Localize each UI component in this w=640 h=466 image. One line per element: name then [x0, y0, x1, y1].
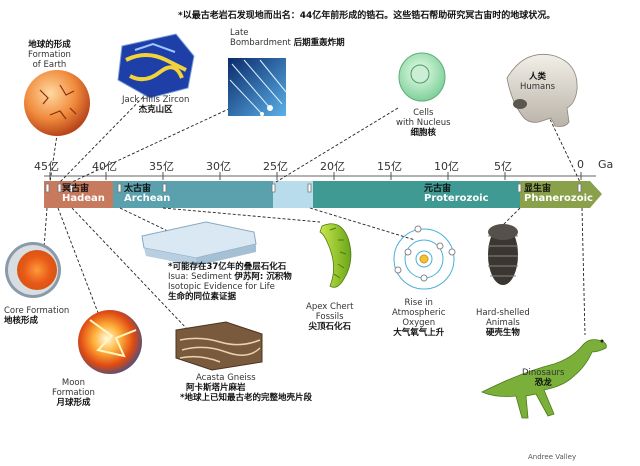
eon-label-hadean: 冥古宙 Hadean: [62, 184, 105, 204]
tick-label-40: 40亿: [92, 160, 117, 173]
label-humans: 人类 Humans: [520, 72, 556, 92]
axis-ticks: [49, 172, 582, 180]
core-illustration: [5, 242, 61, 298]
label-cells: Cells with Nucleus 细胞核: [396, 108, 451, 138]
label-core-formation: Core Formation 地核形成: [4, 306, 70, 326]
gneiss-illustration: [175, 321, 263, 371]
zircon-illustration: [117, 33, 195, 99]
tick-label-15: 15亿: [377, 160, 402, 173]
tick-label-10: 10亿: [434, 160, 459, 173]
earth-formation-illustration: [24, 70, 90, 136]
top-note: *以最古老岩石发现地而出名：44亿年前形成的锆石。这些锆石帮助研究冥古宙时的地球…: [178, 11, 556, 21]
tick-label-25: 25亿: [263, 160, 288, 173]
moon-illustration: [78, 310, 142, 374]
eon-bar-hadean: [44, 181, 113, 208]
label-oxygen: Rise in Atmospheric Oxygen 大气氧气上升: [392, 298, 446, 338]
timeline-arrow: [590, 181, 602, 208]
label-isua: *可能存在37亿年的叠层石化石 Isua: Sediment 伊苏阿: 沉积物 …: [168, 262, 292, 302]
connector-lines: [43, 89, 586, 336]
label-dinosaurs: Dinosaurs 恐龙: [522, 368, 565, 388]
label-jack-hills: Jack Hills Zircon 杰克山区: [122, 95, 190, 115]
eon-label-phanerozoic: 显生宙 Phanerozoic: [524, 184, 593, 204]
tick-label-30: 30亿: [206, 160, 231, 173]
isua-illustration: [141, 221, 257, 266]
skull-illustration: [506, 53, 578, 127]
tick-label-5: 5亿: [494, 160, 512, 173]
tick-label-0: 0: [577, 158, 584, 171]
label-acasta: Acasta Gneiss 阿卡斯塔片麻岩 *地球上已知最古老的完整地壳片段: [180, 373, 312, 403]
eon-label-archean: 太古宙 Archean: [124, 184, 171, 204]
apex-fossil-illustration: [319, 223, 352, 288]
label-apex-chert: Apex Chert Fossils 尖顶石化石: [306, 302, 354, 332]
dinosaur-illustration: [481, 339, 607, 419]
eon-bar-proterozoic: [313, 181, 520, 208]
cell-illustration: [398, 52, 446, 102]
trilobite-illustration: [488, 224, 518, 285]
label-moon-formation: Moon Formation 月球形成: [52, 378, 95, 408]
eon-bar-transition: [273, 181, 313, 208]
axis-unit: Ga: [598, 158, 614, 171]
bombardment-illustration: [228, 58, 287, 116]
label-earth-formation: 地球的形成 Formation of Earth: [28, 40, 71, 70]
tick-label-20: 20亿: [320, 160, 345, 173]
event-markers: [45, 183, 582, 193]
credit-text: Andree Valley: [528, 453, 577, 461]
tick-label-35: 35亿: [149, 160, 174, 173]
label-hard-shelled: Hard-shelled Animals 硬壳生物: [476, 308, 530, 338]
oxygen-atom-illustration: [393, 225, 456, 290]
eon-bar-archean: [113, 181, 273, 208]
tick-label-45: 45亿: [34, 160, 59, 173]
timeline-bar: [44, 175, 602, 208]
label-late-bombardment: Late Bombardment 后期重轰炸期: [230, 28, 345, 48]
eon-label-proterozoic: 元古宙 Proterozoic: [424, 184, 489, 204]
